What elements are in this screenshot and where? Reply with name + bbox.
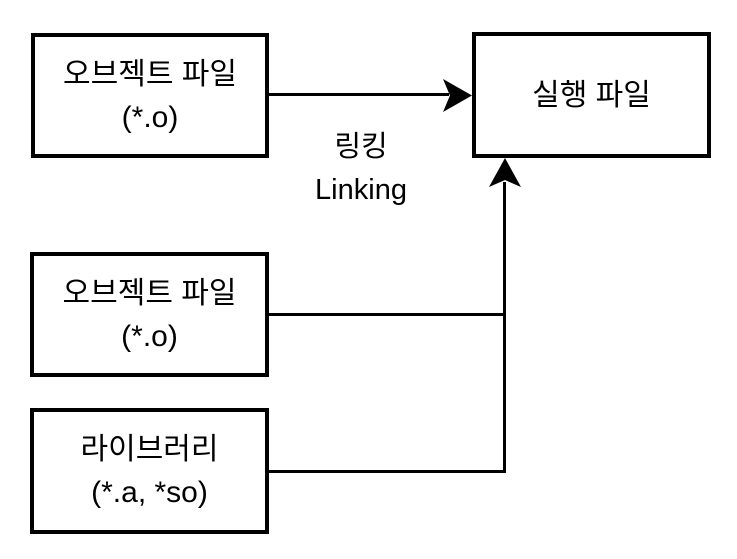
box-object-file-2-extension: (*.o) bbox=[121, 319, 178, 353]
edge-object1-to-executable bbox=[269, 93, 449, 96]
box-object-file-1: 오브젝트 파일 (*.o) bbox=[31, 33, 269, 158]
box-object-file-2-title: 오브젝트 파일 bbox=[62, 276, 237, 310]
box-executable-title: 실행 파일 bbox=[532, 78, 651, 112]
box-library-title: 라이브러리 bbox=[80, 433, 219, 466]
box-object-file-1-extension: (*.o) bbox=[121, 100, 179, 134]
box-object-file-2: 오브젝트 파일 (*.o) bbox=[30, 252, 269, 377]
linking-label-korean: 링킹 bbox=[334, 131, 388, 163]
box-executable: 실행 파일 bbox=[472, 32, 711, 158]
edge-object2-to-junction bbox=[269, 313, 506, 316]
box-library: 라이브러리 (*.a, *so) bbox=[30, 408, 269, 534]
box-object-file-1-title: 오브젝트 파일 bbox=[63, 57, 237, 91]
linking-label: 링킹 Linking bbox=[261, 126, 461, 212]
edge-junction-to-executable bbox=[503, 182, 506, 473]
linking-label-english: Linking bbox=[315, 174, 407, 206]
edge-library-to-junction bbox=[269, 470, 506, 473]
box-library-extension: (*.a, *so) bbox=[91, 476, 208, 509]
